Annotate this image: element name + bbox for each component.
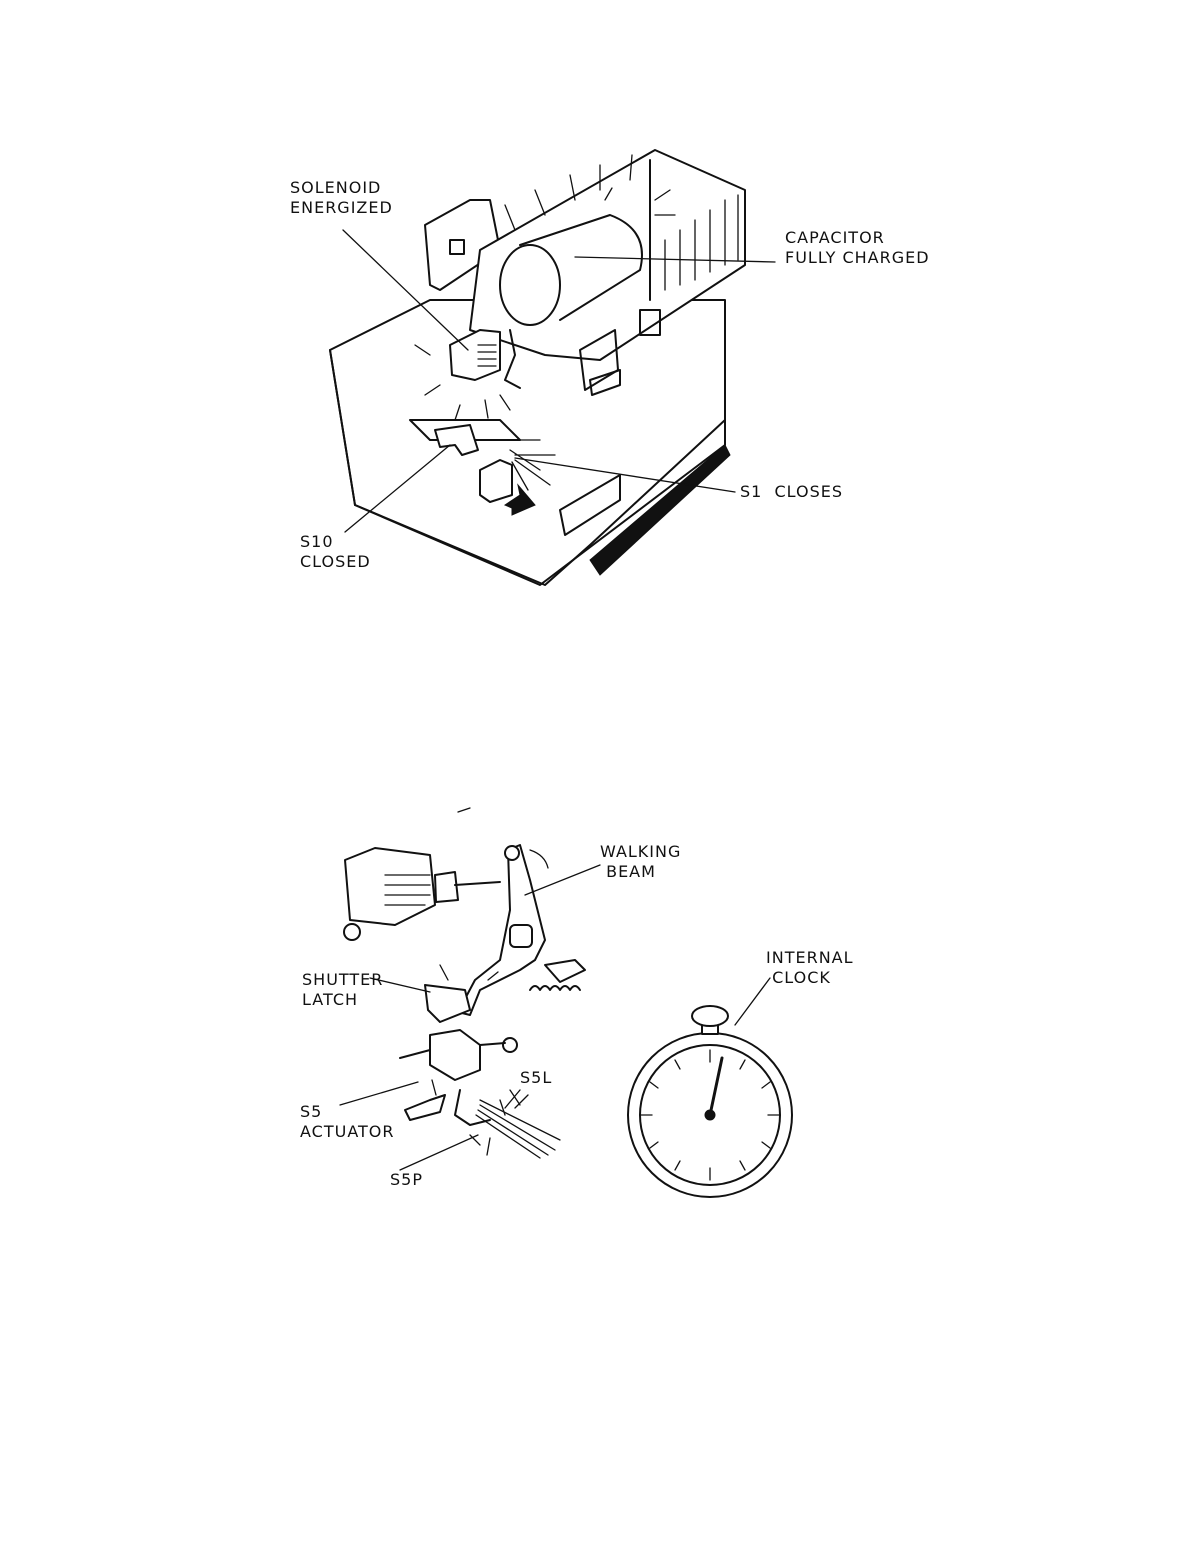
clock-crown (692, 1006, 728, 1026)
spring-anchor (545, 960, 585, 982)
walking-beam-label: WALKING BEAM (600, 842, 681, 882)
walking-beam-pivot (505, 846, 519, 860)
walking-beam-roller (510, 925, 532, 947)
viewfinder-window (450, 240, 464, 254)
clock-hub (705, 1110, 715, 1120)
spring (530, 986, 580, 990)
mech-solenoid-screw (344, 924, 360, 940)
s5-actuator-tab (405, 1095, 445, 1120)
s5-pin (400, 1050, 430, 1058)
walking-beam-leader (525, 865, 600, 895)
s5-roller (503, 1038, 517, 1052)
capacitor-end (500, 245, 560, 325)
plunger (435, 872, 458, 902)
s5-arrow (432, 1080, 436, 1095)
s5l-label: S5L (520, 1068, 552, 1088)
s1-closes-label: S1 CLOSES (740, 482, 843, 502)
solenoid-energized-label: SOLENOID ENERGIZED (290, 178, 393, 218)
s5-assembly (430, 1030, 480, 1080)
clock-leader (735, 978, 770, 1025)
s10-closed-label: S10 CLOSED (300, 532, 371, 572)
camera-figure: SOLENOID ENERGIZED CAPACITOR FULLY CHARG… (0, 0, 1188, 640)
capacitor-fully-charged-label: CAPACITOR FULLY CHARGED (785, 228, 930, 268)
shutter-latch-label: SHUTTER LATCH (302, 970, 383, 1010)
mechanism-figure: WALKING BEAM INTERNAL CLOCK SHUTTER LATC… (0, 760, 1188, 1280)
shutter-latch-part (425, 985, 470, 1022)
s5-actuator-label: S5 ACTUATOR (300, 1102, 395, 1142)
plunger-rod (455, 882, 500, 885)
s5p-label: S5P (390, 1170, 423, 1190)
internal-clock-label: INTERNAL CLOCK (766, 948, 854, 988)
s5-link (480, 1043, 505, 1045)
walking-beam-arrow (530, 850, 548, 868)
camera-drawing (0, 0, 1188, 640)
motion-arrow-top (458, 808, 470, 812)
mech-solenoid (345, 848, 435, 925)
mechanism-drawing (0, 760, 1188, 1280)
s5p-leader (400, 1135, 478, 1170)
